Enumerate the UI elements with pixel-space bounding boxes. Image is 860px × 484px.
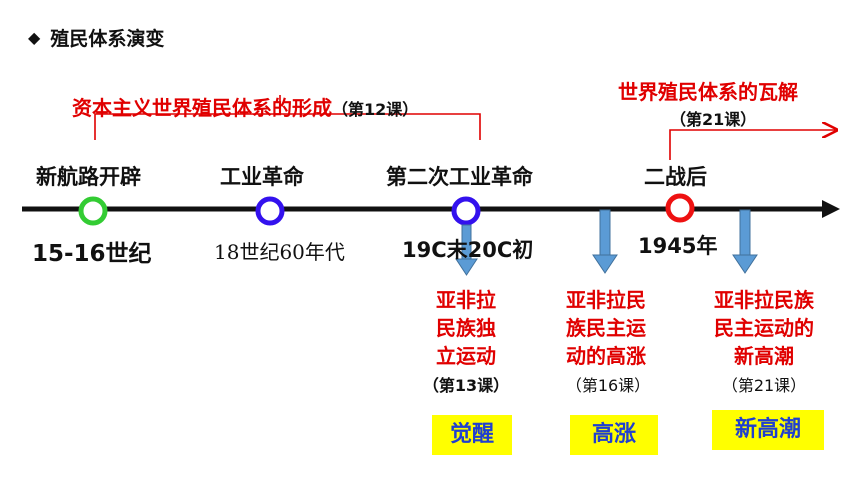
movement-3-line-2: 民主运动的 — [714, 316, 814, 340]
collapse-lesson: （第21课） — [670, 110, 757, 129]
formation-bracket — [94, 95, 481, 140]
movement-2-lesson: （第16课） — [565, 376, 651, 395]
stage-box-awakening: 觉醒 — [432, 415, 512, 455]
event-date-new-route: 15-16世纪 — [32, 241, 152, 267]
event-date-second-industrial-rev: 19C末20C初 — [402, 238, 534, 262]
movement-1-text: 亚非拉 民族独 立运动 — [416, 286, 516, 370]
section-heading: ◆ 殖民体系演变 — [28, 24, 164, 51]
movement-1-lesson: （第13课） — [422, 376, 510, 395]
diamond-bullet-icon: ◆ — [28, 28, 41, 47]
down-arrow-3 — [732, 209, 758, 274]
formation-label: 资本主义世界殖民体系的形成 — [72, 96, 332, 120]
stage-box-new-upsurge: 新高潮 — [712, 410, 824, 450]
formation-caption: 资本主义世界殖民体系的形成（第12课） — [72, 92, 418, 121]
event-date-industrial-rev: 18世纪60年代 — [214, 240, 345, 264]
movement-3-line-3: 新高潮 — [734, 344, 794, 368]
marker-second-industrial-rev — [451, 196, 481, 226]
movement-3-text: 亚非拉民族 民主运动的 新高潮 — [694, 286, 834, 370]
event-label-second-industrial-rev: 第二次工业革命 — [386, 165, 533, 189]
movement-2-line-3: 动的高涨 — [566, 344, 646, 368]
collapse-arrow — [669, 130, 835, 160]
movement-3-lesson: （第21课） — [721, 376, 807, 395]
marker-new-route — [78, 196, 108, 226]
event-label-new-route: 新航路开辟 — [36, 165, 141, 189]
event-date-post-ww2: 1945年 — [638, 234, 718, 258]
marker-post-ww2 — [665, 193, 695, 223]
marker-industrial-rev — [255, 196, 285, 226]
movement-2-line-2: 族民主运 — [566, 316, 646, 340]
movement-2-text: 亚非拉民 族民主运 动的高涨 — [548, 286, 664, 370]
movement-1-line-1: 亚非拉 — [436, 288, 496, 312]
timeline-arrowhead-icon — [822, 200, 840, 218]
section-title: 殖民体系演变 — [50, 28, 165, 50]
down-arrow-1 — [455, 224, 478, 276]
movement-1-line-3: 立运动 — [436, 344, 496, 368]
movement-1-line-2: 民族独 — [436, 316, 496, 340]
event-label-post-ww2: 二战后 — [644, 165, 707, 189]
down-arrow-2 — [592, 209, 618, 274]
movement-3-line-1: 亚非拉民族 — [714, 288, 814, 312]
stage-box-upsurge: 高涨 — [570, 415, 658, 455]
movement-2-line-1: 亚非拉民 — [566, 288, 646, 312]
formation-lesson: （第12课） — [332, 100, 419, 119]
collapse-label: 世界殖民体系的瓦解 — [618, 80, 798, 104]
event-label-industrial-rev: 工业革命 — [220, 165, 304, 189]
